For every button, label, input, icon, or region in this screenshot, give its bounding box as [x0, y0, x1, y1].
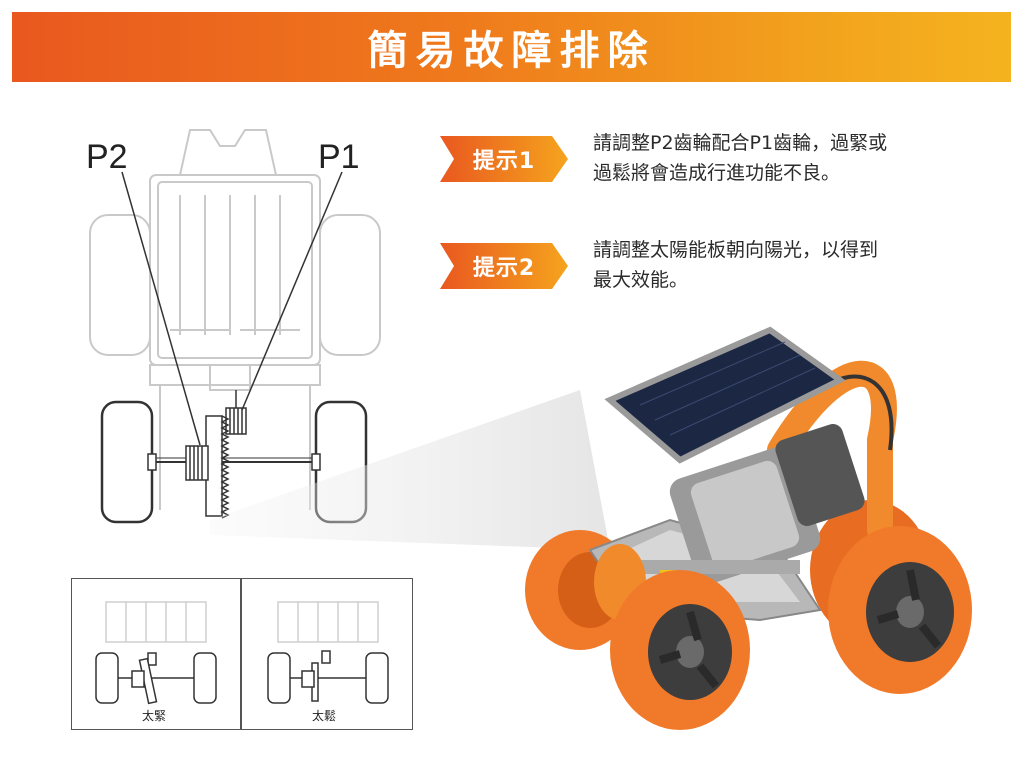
arrow-badge-icon	[440, 136, 568, 182]
header-banner: 簡易故障排除	[12, 12, 1011, 82]
tip2-badge: 提示2	[440, 243, 568, 289]
label-p2: P2	[86, 138, 128, 176]
label-p1: P1	[318, 138, 360, 176]
tip2-badge-label: 提示2	[472, 256, 536, 281]
comparison-divider	[240, 579, 242, 729]
tip1-badge: 提示1	[440, 136, 568, 182]
page-title: 簡易故障排除	[367, 28, 656, 74]
gear-diagram	[89, 129, 381, 524]
tip1-line1: 請調整P2齒輪配合P1齒輪，過緊或	[593, 132, 888, 154]
solar-car-illustration	[525, 326, 972, 730]
tip2-line1: 請調整太陽能板朝向陽光，以得到	[593, 239, 879, 261]
tip2-line2: 最大效能。	[593, 269, 689, 291]
spotlight-beam	[210, 390, 610, 550]
loose-caption: 太鬆	[312, 709, 337, 723]
tip1-line2: 過鬆將會造成行進功能不良。	[593, 162, 841, 184]
tip1-text: 請調整P2齒輪配合P1齒輪，過緊或 過鬆將會造成行進功能不良。	[593, 128, 993, 188]
tight-caption: 太緊	[142, 709, 167, 723]
gear-fit-comparison: 太緊 太鬆	[71, 578, 413, 730]
tip1-badge-label: 提示1	[472, 149, 536, 174]
arrow-badge-icon	[440, 243, 568, 289]
loose-fit-diagram	[267, 601, 389, 704]
tight-fit-diagram	[95, 601, 217, 705]
tip2-text: 請調整太陽能板朝向陽光，以得到 最大效能。	[593, 235, 993, 295]
